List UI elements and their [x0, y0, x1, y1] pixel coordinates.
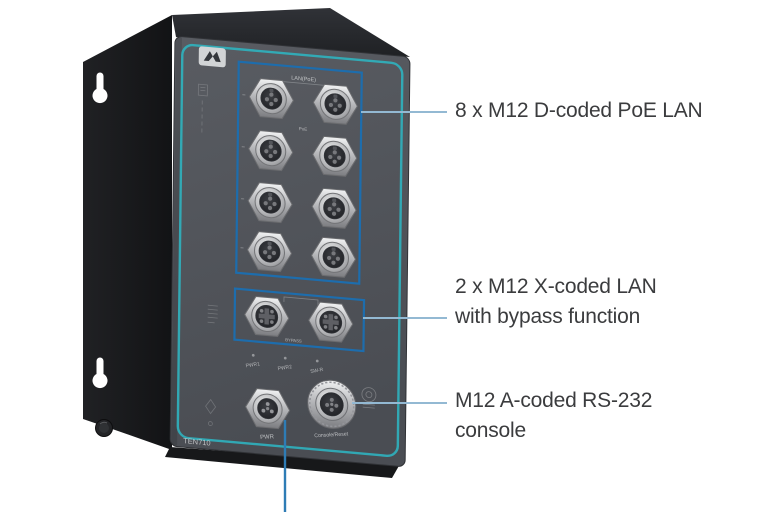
poe-ports-outline	[235, 60, 363, 285]
led-label-pwr1: PWR1	[245, 361, 261, 369]
callout-bypass-line1: 2 x M12 X-coded LAN	[455, 275, 657, 298]
callout-console: M12 A-coded RS-232 console	[455, 386, 652, 446]
poe-sub-label: PoE	[299, 126, 308, 132]
led-label-swr: SW-R	[310, 367, 325, 375]
poe-group-label: LAN(PoE)	[291, 75, 316, 83]
panel-teal-trim	[176, 43, 404, 458]
device-side-panel	[83, 15, 172, 450]
led-label-pwr2: PWR2	[277, 364, 293, 372]
device-front-panel: LAN(PoE) PoE BYPASS PWR1 PWR2 SW-R	[169, 36, 411, 467]
callout-poe-lan-text: 8 x M12 D-coded PoE LAN	[455, 99, 703, 122]
bypass-group-label: BYPASS	[285, 337, 302, 343]
mounting-keyhole-top	[92, 72, 108, 104]
brand-logo-icon	[198, 46, 226, 68]
bypass-ports-outline	[233, 287, 366, 353]
callout-bypass-line2: with bypass function	[455, 305, 641, 328]
ground-screw-icon	[95, 419, 113, 437]
callout-bypass-lan: 2 x M12 X-coded LAN with bypass function	[455, 272, 657, 332]
mounting-keyhole-bottom	[92, 357, 108, 389]
device-bottom-face	[165, 447, 400, 478]
certification-mark	[361, 387, 377, 409]
console-port-label: Console/Reset	[314, 431, 349, 439]
model-label: TEN710	[183, 436, 211, 447]
callout-poe-lan: 8 x M12 D-coded PoE LAN	[455, 96, 703, 126]
callout-console-line2: console	[455, 419, 526, 442]
device-top-face	[172, 8, 410, 57]
power-port-label: PWR	[260, 434, 275, 441]
led-indicators: PWR1 PWR2 SW-R	[245, 353, 325, 375]
panel-print-marks	[197, 83, 218, 426]
callout-console-line1: M12 A-coded RS-232	[455, 389, 653, 412]
